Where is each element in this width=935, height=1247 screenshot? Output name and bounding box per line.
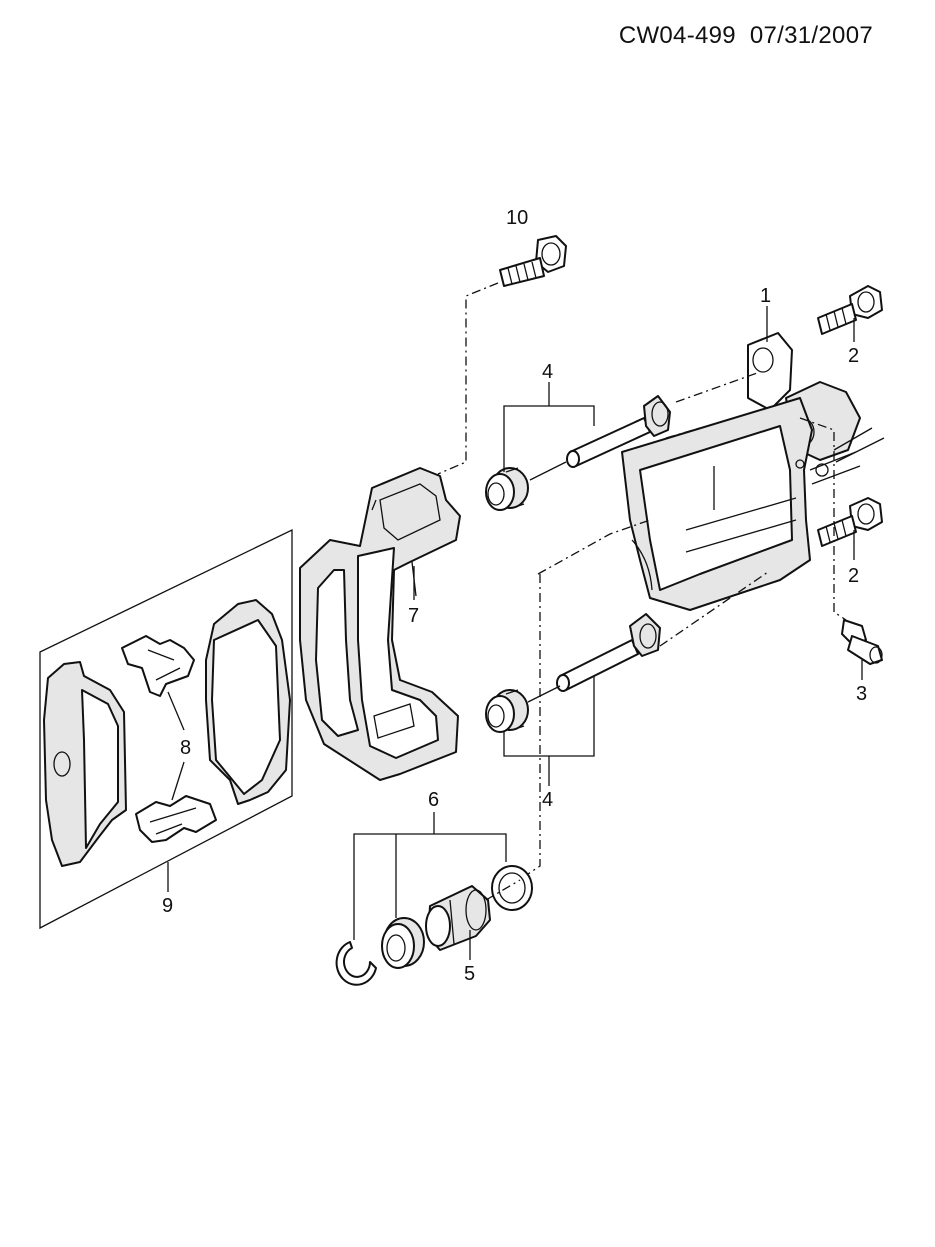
- callout-3: 3: [856, 683, 867, 705]
- piston-seal-kit-part-6: [335, 865, 533, 986]
- document-reference: CW04-499 07/31/2007: [618, 22, 873, 49]
- caliper-carrier-part-7: [299, 467, 461, 781]
- callout-1: 1: [760, 285, 771, 307]
- piston-part-5: [425, 885, 491, 951]
- callout-4-upper: 4: [542, 361, 553, 383]
- callout-7: 7: [408, 605, 419, 627]
- callout-9: 9: [162, 895, 173, 917]
- guide-pin-part-4-upper: [566, 395, 671, 468]
- guide-pin-part-4-lower: [556, 613, 661, 692]
- callout-8: 8: [180, 737, 191, 759]
- callout-5: 5: [464, 963, 475, 985]
- callout-4-lower: 4: [542, 789, 553, 811]
- caliper-housing-part-1: [621, 332, 885, 611]
- callout-6: 6: [428, 789, 439, 811]
- bolt-part-2-upper: [817, 285, 883, 335]
- bleeder-valve-part-3: [841, 619, 883, 665]
- boot-part-4-upper: [485, 467, 529, 511]
- bolt-part-10: [499, 235, 567, 287]
- callout-2-upper: 2: [848, 345, 859, 367]
- callout-10: 10: [506, 207, 528, 229]
- bolt-part-2-lower: [817, 497, 883, 547]
- brake-pad-kit-part-9: [39, 528, 293, 930]
- boot-part-4-lower: [485, 689, 529, 733]
- callout-2-lower: 2: [848, 565, 859, 587]
